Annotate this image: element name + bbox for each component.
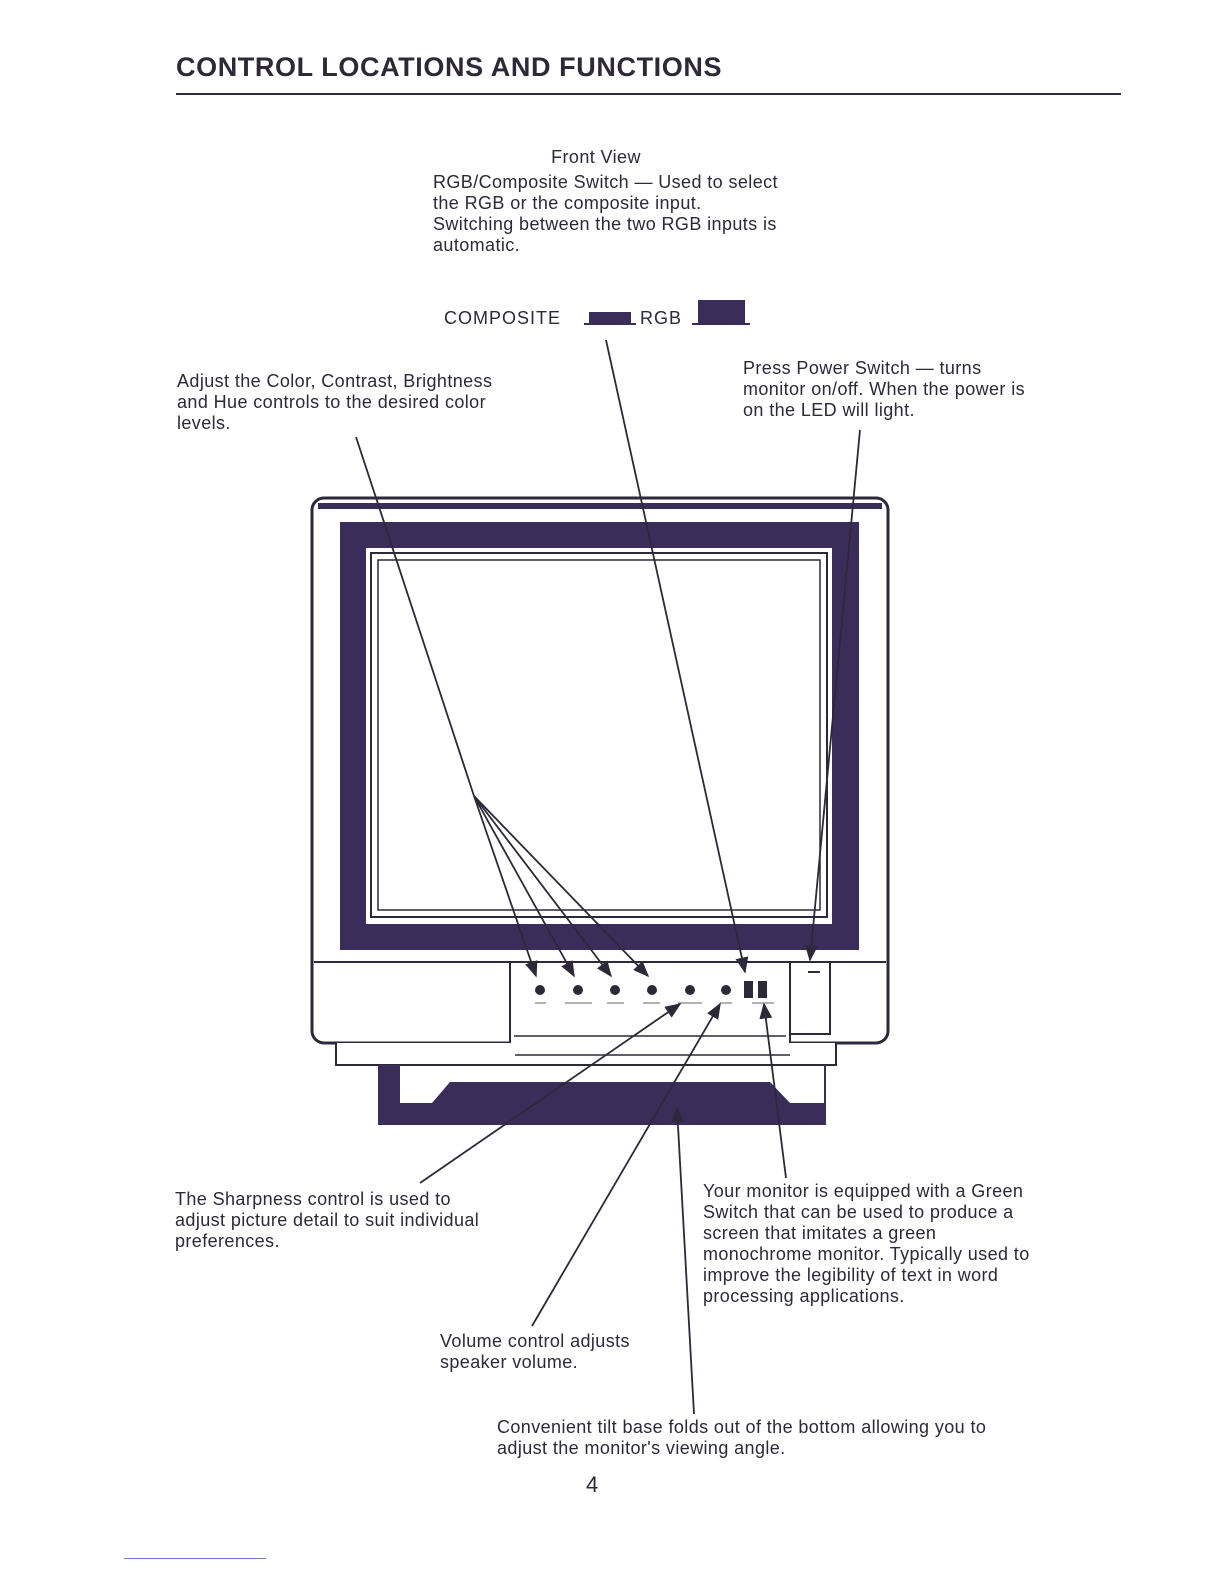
rgb-composite-button — [744, 981, 753, 998]
color-knob — [647, 985, 657, 995]
sharpness-leader — [419, 1003, 682, 1184]
tilt-base-callout: Convenient tilt base folds out of the bo… — [497, 1417, 987, 1458]
sharpness-callout: The Sharpness control is used to adjust … — [175, 1189, 480, 1251]
color-controls-leaders — [355, 436, 650, 978]
page-number: 4 — [586, 1472, 599, 1497]
title-rule — [176, 93, 1121, 95]
brightness-knob — [610, 985, 620, 995]
green-switch-leader — [759, 1002, 787, 1179]
rgb-switch-icon — [692, 300, 750, 325]
hue-knob — [535, 985, 545, 995]
page-title: CONTROL LOCATIONS AND FUNCTIONS — [176, 52, 723, 82]
power-switch-leader — [804, 429, 861, 962]
front-view-heading: Front View — [551, 147, 641, 167]
green-switch-callout: Your monitor is equipped with a Green Sw… — [703, 1181, 1030, 1306]
rgb-label: RGB — [640, 308, 683, 328]
green-switch-button — [758, 981, 767, 998]
rgb-switch-leader — [605, 339, 749, 974]
contrast-knob — [573, 985, 583, 995]
monitor-base — [335, 1043, 837, 1125]
color-controls-callout: Adjust the Color, Contrast, Brightness a… — [177, 371, 493, 433]
composite-switch-icon — [584, 312, 636, 325]
sharpness-knob — [685, 985, 695, 995]
screen — [366, 548, 832, 924]
composite-label: COMPOSITE — [444, 308, 562, 328]
power-switch-callout: Press Power Switch — turns monitor on/of… — [743, 358, 1026, 420]
rgb-switch-description: RGB/Composite Switch — Used to select th… — [433, 172, 778, 255]
tilt-base-leader — [671, 1106, 695, 1415]
volume-knob — [721, 985, 731, 995]
footer-line — [124, 1558, 266, 1559]
volume-callout: Volume control adjusts speaker volume. — [440, 1331, 630, 1372]
volume-leader — [531, 1002, 721, 1327]
